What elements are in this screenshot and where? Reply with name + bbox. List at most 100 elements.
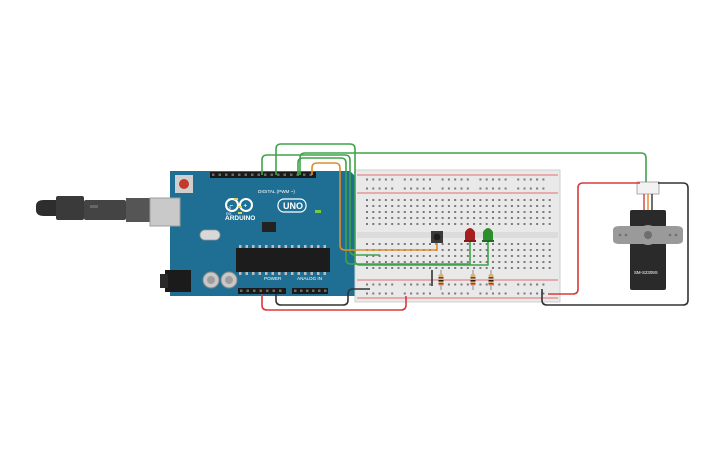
breadboard-hole[interactable] [378, 283, 381, 286]
breadboard-hole[interactable] [504, 283, 507, 286]
breadboard-hole[interactable] [485, 199, 488, 201]
arduino-uno-board[interactable]: − + ARDUINO UNO L TX RX DIGITAL (PWM ~) … [149, 171, 362, 296]
breadboard-hole[interactable] [429, 211, 431, 213]
breadboard-hole[interactable] [410, 199, 413, 201]
breadboard-hole[interactable] [429, 223, 431, 225]
breadboard-hole[interactable] [466, 267, 469, 269]
led-green[interactable] [482, 228, 494, 242]
breadboard-hole[interactable] [460, 243, 463, 245]
breadboard-hole[interactable] [366, 217, 368, 219]
breadboard-hole[interactable] [378, 292, 381, 295]
wire-red-servo[interactable] [548, 182, 640, 295]
breadboard-hole[interactable] [542, 261, 545, 263]
breadboard-hole[interactable] [391, 223, 394, 225]
breadboard-hole[interactable] [410, 187, 413, 190]
breadboard-hole[interactable] [372, 261, 375, 263]
breadboard-hole[interactable] [403, 267, 406, 269]
breadboard-hole[interactable] [460, 199, 463, 201]
breadboard-hole[interactable] [403, 255, 406, 257]
led-red[interactable] [464, 228, 476, 242]
breadboard-hole[interactable] [529, 261, 532, 263]
breadboard-hole[interactable] [372, 255, 375, 257]
breadboard-hole[interactable] [536, 261, 539, 263]
breadboard-hole[interactable] [403, 217, 406, 219]
breadboard-hole[interactable] [454, 249, 457, 251]
header-pin[interactable] [312, 289, 315, 293]
breadboard-hole[interactable] [542, 283, 545, 286]
breadboard-hole[interactable] [447, 243, 450, 245]
breadboard-hole[interactable] [542, 205, 545, 207]
breadboard-hole[interactable] [492, 292, 494, 295]
breadboard-hole[interactable] [441, 187, 444, 190]
breadboard[interactable] [354, 169, 561, 303]
breadboard-hole[interactable] [384, 267, 387, 269]
breadboard-hole[interactable] [435, 199, 438, 201]
header-pin[interactable] [231, 173, 235, 177]
breadboard-hole[interactable] [536, 178, 539, 181]
breadboard-hole[interactable] [523, 223, 526, 225]
breadboard-hole[interactable] [542, 249, 545, 251]
breadboard-hole[interactable] [366, 205, 368, 207]
breadboard-hole[interactable] [397, 255, 400, 257]
breadboard-hole[interactable] [366, 178, 368, 181]
breadboard-hole[interactable] [372, 267, 375, 269]
breadboard-hole[interactable] [529, 292, 532, 295]
servo-motor[interactable]: SM-S2309S [613, 181, 683, 290]
header-pin[interactable] [212, 173, 215, 177]
breadboard-hole[interactable] [454, 267, 457, 269]
breadboard-hole[interactable] [372, 187, 375, 190]
breadboard-hole[interactable] [510, 261, 513, 263]
breadboard-hole[interactable] [498, 205, 501, 207]
header-pin[interactable] [238, 173, 241, 177]
header-pin[interactable] [225, 173, 228, 177]
breadboard-hole[interactable] [422, 187, 425, 190]
breadboard-hole[interactable] [485, 267, 488, 269]
breadboard-hole[interactable] [510, 249, 513, 251]
breadboard-hole[interactable] [403, 223, 406, 225]
header-pin[interactable] [253, 289, 256, 293]
breadboard-hole[interactable] [397, 217, 400, 219]
breadboard-hole[interactable] [536, 217, 539, 219]
breadboard-hole[interactable] [429, 217, 431, 219]
breadboard-hole[interactable] [416, 199, 419, 201]
breadboard-hole[interactable] [529, 255, 532, 257]
breadboard-hole[interactable] [504, 217, 507, 219]
breadboard-hole[interactable] [504, 199, 507, 201]
breadboard-hole[interactable] [498, 283, 501, 286]
breadboard-hole[interactable] [536, 249, 539, 251]
breadboard-hole[interactable] [517, 199, 520, 201]
breadboard-hole[interactable] [542, 211, 545, 213]
breadboard-hole[interactable] [416, 187, 419, 190]
breadboard-hole[interactable] [435, 217, 438, 219]
breadboard-hole[interactable] [454, 243, 457, 245]
breadboard-hole[interactable] [504, 261, 507, 263]
breadboard-hole[interactable] [391, 187, 394, 190]
breadboard-hole[interactable] [429, 205, 431, 207]
breadboard-hole[interactable] [378, 211, 381, 213]
breadboard-hole[interactable] [536, 243, 539, 245]
breadboard-hole[interactable] [397, 261, 400, 263]
resistor[interactable] [488, 270, 494, 290]
breadboard-hole[interactable] [410, 243, 413, 245]
breadboard-hole[interactable] [441, 205, 444, 207]
breadboard-hole[interactable] [473, 199, 476, 201]
breadboard-hole[interactable] [410, 178, 413, 181]
breadboard-hole[interactable] [391, 255, 394, 257]
breadboard-hole[interactable] [504, 292, 507, 295]
breadboard-hole[interactable] [416, 243, 419, 245]
breadboard-hole[interactable] [422, 205, 425, 207]
breadboard-hole[interactable] [366, 211, 368, 213]
breadboard-hole[interactable] [548, 267, 551, 269]
breadboard-hole[interactable] [384, 283, 387, 286]
breadboard-hole[interactable] [410, 205, 413, 207]
breadboard-hole[interactable] [485, 292, 488, 295]
breadboard-hole[interactable] [466, 217, 469, 219]
breadboard-hole[interactable] [542, 267, 545, 269]
breadboard-hole[interactable] [529, 283, 532, 286]
breadboard-hole[interactable] [429, 261, 431, 263]
breadboard-hole[interactable] [548, 217, 551, 219]
breadboard-hole[interactable] [536, 283, 539, 286]
breadboard-hole[interactable] [542, 187, 545, 190]
breadboard-hole[interactable] [378, 205, 381, 207]
breadboard-hole[interactable] [447, 283, 450, 286]
